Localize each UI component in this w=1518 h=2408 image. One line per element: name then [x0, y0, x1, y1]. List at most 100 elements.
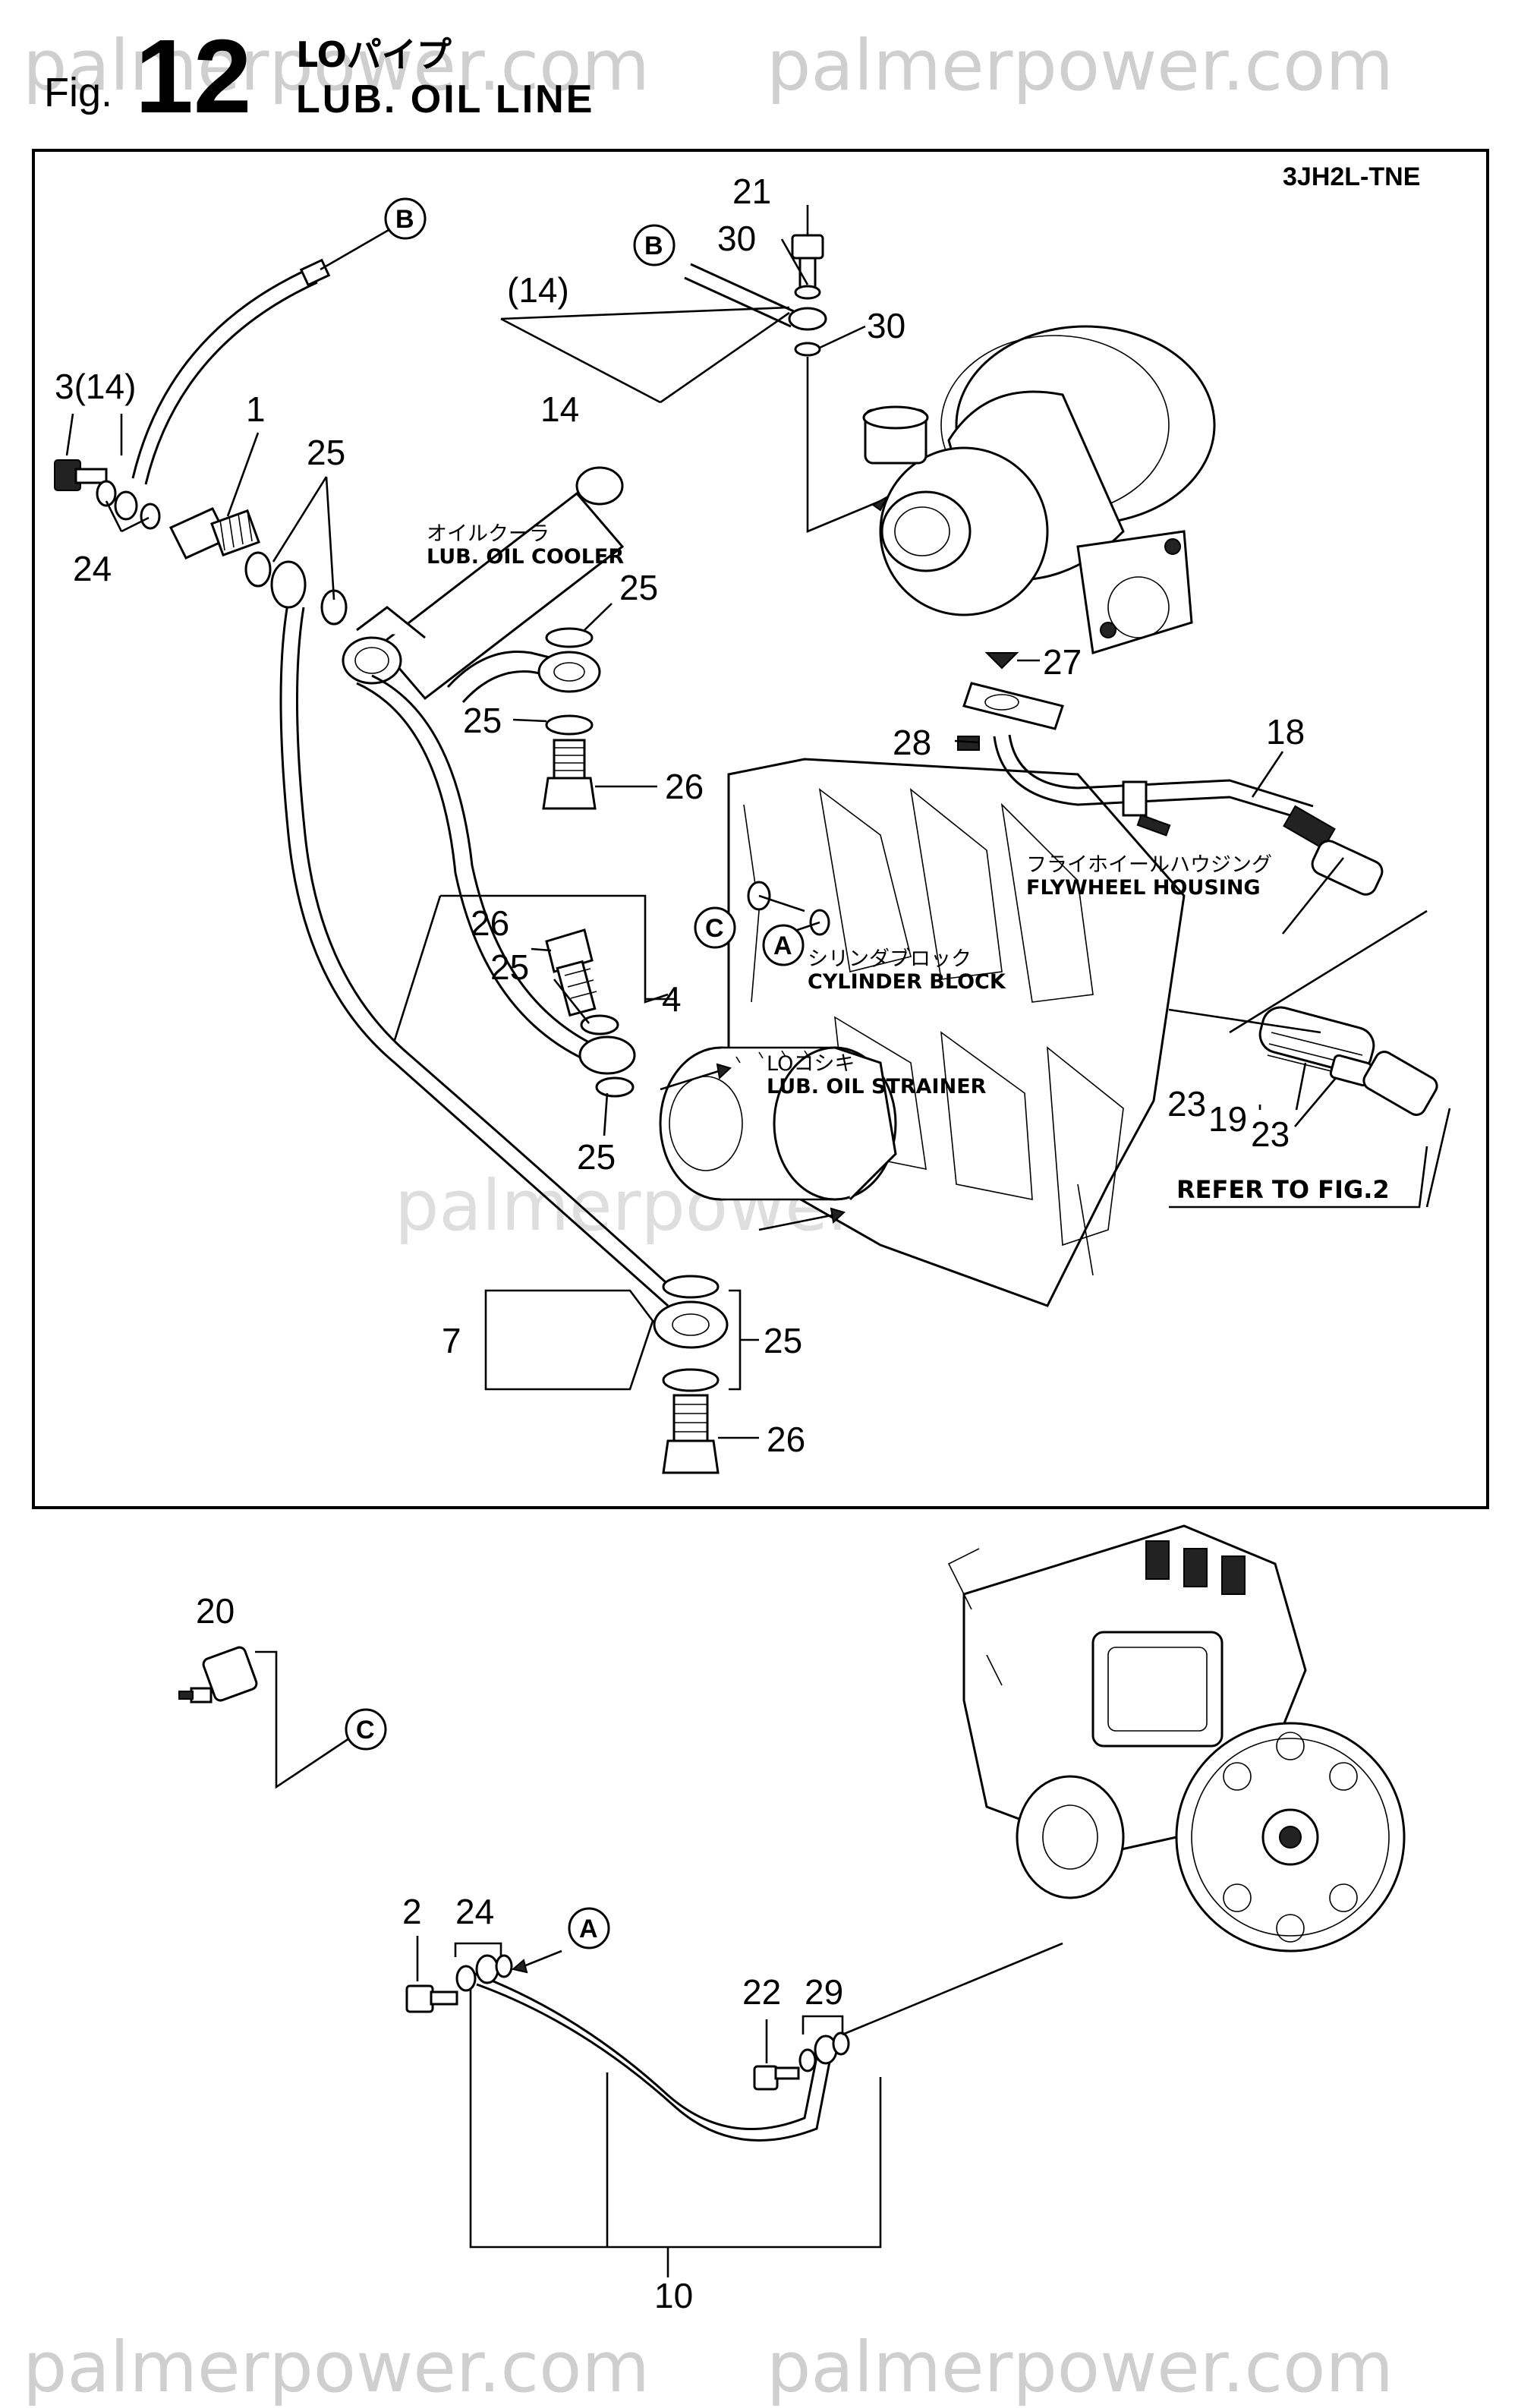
injection-pump-drawing: [947, 1524, 1406, 1953]
oil-strainer-drawing: [659, 1046, 897, 1201]
pipe-18-outer: [993, 736, 1306, 821]
svg-text:C: C: [705, 914, 724, 943]
washer-25-lower-bottom: [662, 1368, 720, 1392]
hose-b-end: [299, 258, 331, 287]
hose-b-outer: [131, 268, 308, 479]
watermark-bottom-left: palmerpower.com: [23, 2327, 650, 2408]
part-26-lower: 26: [767, 1420, 805, 1459]
pressure-switch-20: [178, 1646, 258, 1704]
hose-b-top-b: [684, 276, 792, 328]
cylinder-label-jp: シリンダブロック: [808, 947, 972, 971]
pipe-4-inner: [371, 674, 600, 1049]
title-en: LUB. OIL LINE: [296, 77, 594, 121]
part-30-lower: 30: [867, 306, 905, 345]
bolt-26-middle: [545, 928, 597, 1017]
washer-24-c: [140, 503, 161, 530]
washer-24-bottom-b: [475, 1954, 499, 1984]
pipe-refer-fig2: [1362, 1051, 1438, 1116]
gasket-27: [984, 652, 1019, 670]
bolt-2: [405, 1984, 458, 2013]
flange-27: [962, 682, 1064, 730]
pipe-18-end: [1283, 805, 1336, 850]
oil-cooler-drawing: [342, 466, 625, 701]
watermark-bottom-right: palmerpower.com: [767, 2327, 1394, 2408]
banjo-middle: [578, 1035, 636, 1075]
svg-text:B: B: [395, 205, 414, 234]
part-23-right: 23: [1251, 1114, 1290, 1154]
oil-cooler-label-jp: オイルクーラ: [427, 522, 550, 546]
bolt-3: [54, 459, 108, 491]
washer-30-top: [794, 285, 821, 300]
washer-25-cooler-bottom: [545, 714, 594, 736]
cylinder-label-en: CYLINDER BLOCK: [808, 970, 1006, 994]
part-22: 22: [742, 1972, 781, 2012]
part-24-bottom: 24: [455, 1892, 494, 1931]
leader-lines-top: [65, 205, 1451, 1439]
callout-c-top: C: [694, 906, 736, 949]
washer-24-b: [114, 490, 138, 521]
part-2: 2: [402, 1892, 422, 1931]
svg-text:C: C: [356, 1716, 375, 1745]
leader-20-c: [255, 1650, 350, 1789]
fitting-1: [168, 507, 260, 559]
hose-10-inner: [476, 1983, 835, 2142]
part-3-14: 3(14): [55, 367, 136, 406]
bolt-26-cooler: [542, 739, 597, 810]
banjo-cooler: [537, 651, 601, 693]
model-code: 3JH2L-TNE: [1283, 162, 1420, 191]
bolt-28: [957, 736, 980, 751]
washer-25-cooler-top: [545, 627, 594, 648]
part-28: 28: [893, 723, 931, 762]
hose-b-top-a: [690, 263, 798, 314]
callout-a-bottom: A: [568, 1907, 610, 1949]
svg-text:A: A: [773, 931, 792, 960]
pipe-main-left-inner: [296, 607, 683, 1298]
part-25-cooler-upper: 25: [619, 568, 658, 607]
washer-25-a: [244, 551, 272, 588]
part-18: 18: [1266, 712, 1305, 752]
part-30-upper: 30: [717, 219, 756, 258]
flywheel-label-jp: フライホイールハウジング: [1026, 853, 1272, 877]
oil-cooler-label-en: LUB. OIL COOLER: [427, 545, 624, 569]
pipe-18-clamp: [1122, 780, 1148, 817]
banjo-turbo: [788, 307, 827, 331]
part-21: 21: [732, 172, 771, 211]
part-25-strainer: 25: [577, 1137, 616, 1177]
part-26-middle: 26: [471, 903, 509, 943]
svg-text:B: B: [644, 232, 663, 260]
part-10: 10: [654, 2276, 693, 2315]
washer-25-lower-top: [662, 1275, 720, 1299]
hose-connector-upper: [1311, 840, 1384, 896]
part-20: 20: [196, 1591, 235, 1631]
washer-24-bottom-c: [495, 1954, 513, 1978]
leader-lines-bottom: [416, 1936, 1063, 2277]
washer-29-a: [798, 2048, 817, 2072]
part-4: 4: [662, 979, 682, 1019]
part-1: 1: [246, 389, 266, 429]
callout-a-top: A: [762, 924, 805, 966]
title-jp: LOパイプ: [296, 34, 452, 75]
banjo-left: [270, 560, 307, 609]
pipe-main-left-outer: [279, 599, 669, 1307]
strainer-label-jp: LOコシキ: [767, 1052, 855, 1076]
part-24-top: 24: [73, 549, 112, 588]
watermark-top: palmerpower.com: [23, 25, 650, 106]
part-26-cooler: 26: [665, 767, 704, 806]
watermark-top-right: palmerpower.com: [767, 25, 1394, 106]
part-29: 29: [805, 1972, 843, 2012]
part-27: 27: [1043, 642, 1082, 682]
part-25-top-left: 25: [307, 433, 345, 472]
callout-c-bottom: C: [345, 1708, 387, 1751]
bolt-21: [791, 234, 824, 290]
washer-25-middle-bottom: [595, 1076, 635, 1098]
part-14-paren: (14): [507, 270, 569, 310]
flywheel-label-en: FLYWHEEL HOUSING: [1026, 876, 1261, 900]
svg-text:A: A: [579, 1915, 598, 1943]
bolt-26-lower: [662, 1394, 720, 1474]
washer-25-middle-top: [580, 1014, 619, 1035]
pipe-4-outer: [356, 682, 593, 1064]
fig-prefix: Fig.: [44, 70, 112, 115]
pipe-cooler-outlet-b: [461, 670, 562, 703]
pipe-18-clip: [1136, 814, 1171, 837]
